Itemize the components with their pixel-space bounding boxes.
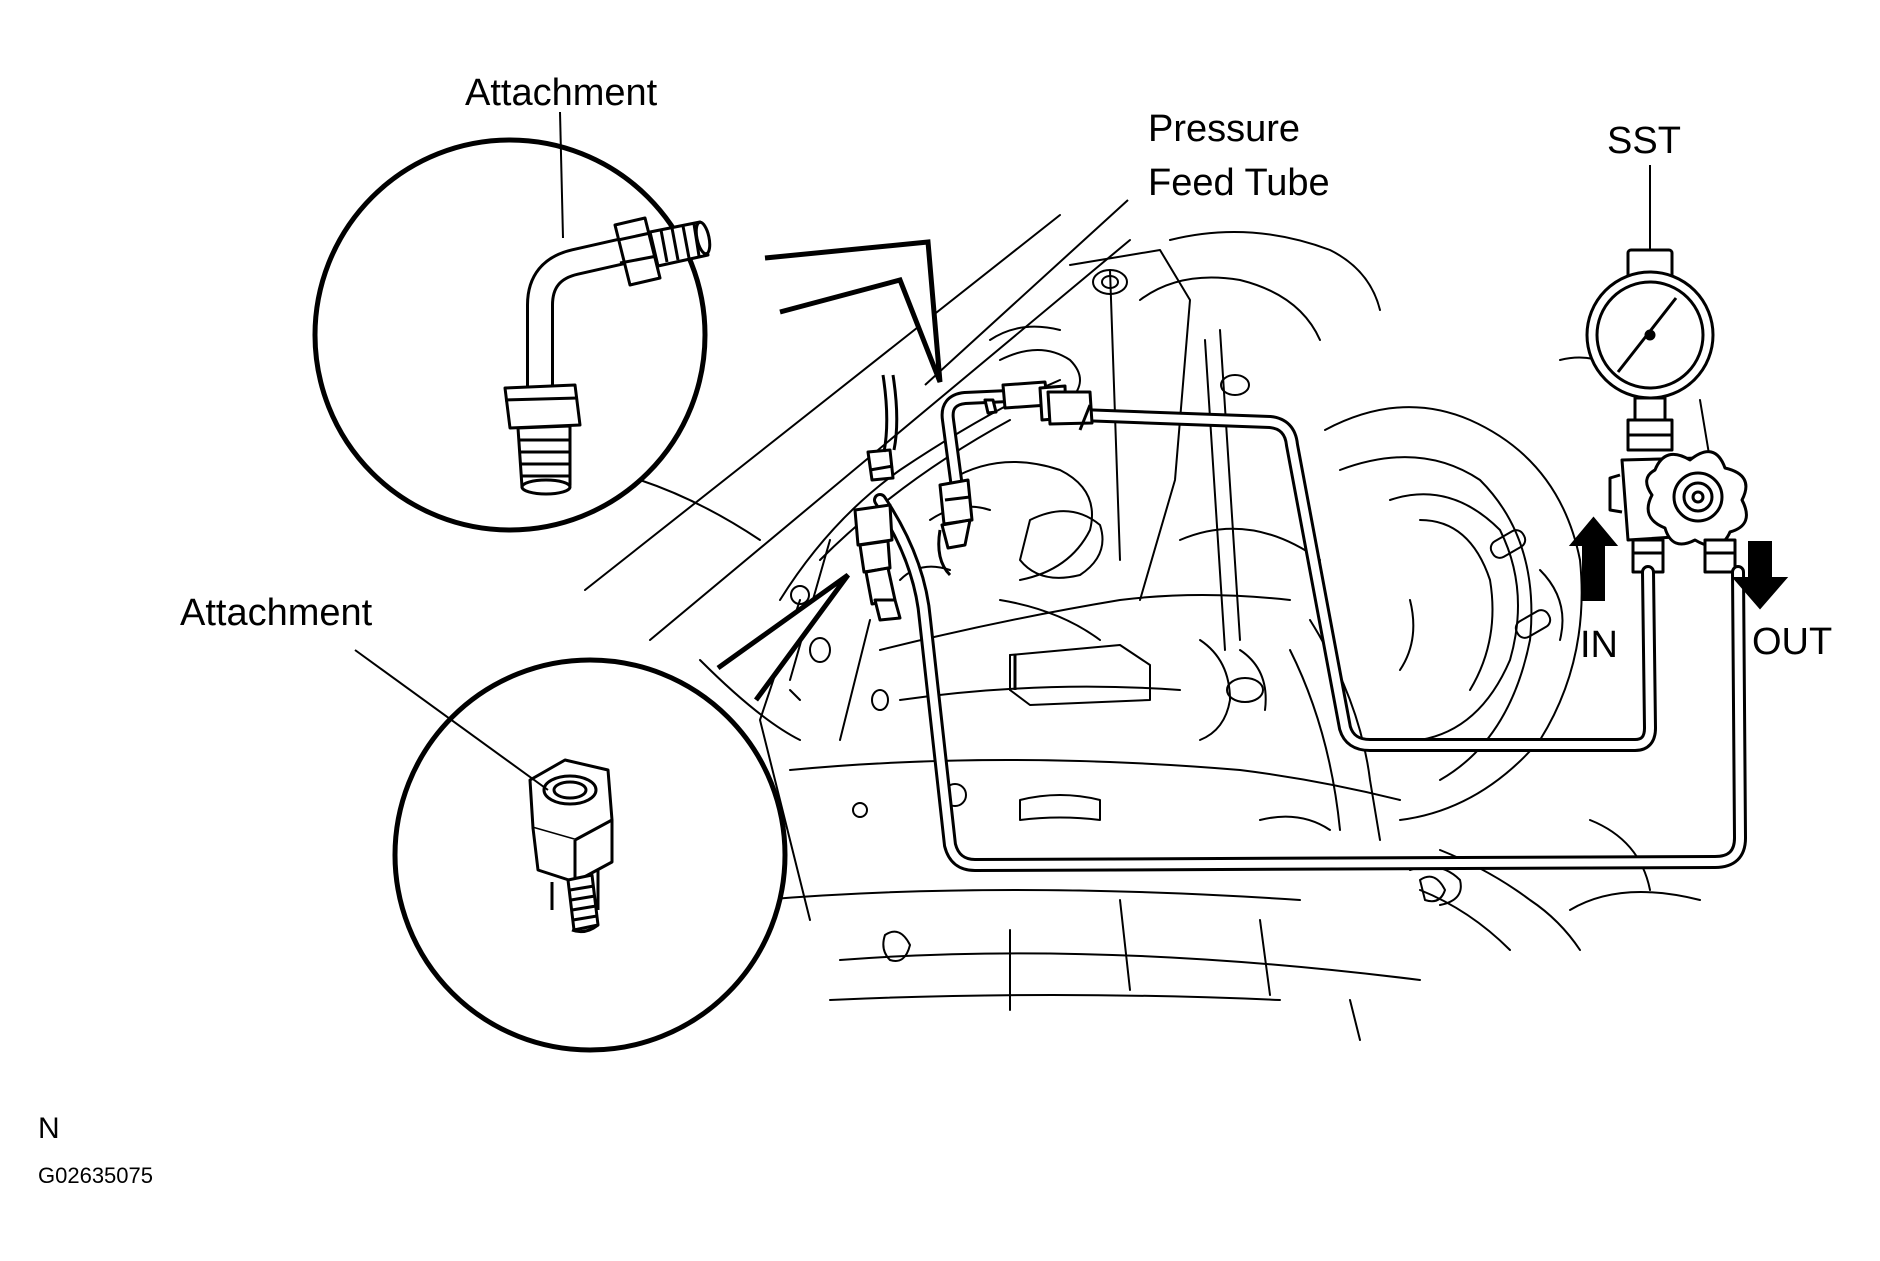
label-out: OUT	[1752, 621, 1832, 663]
labels: Attachment Attachment Pressure Feed Tube…	[38, 72, 1832, 1188]
figure-code: G02635075	[38, 1163, 153, 1188]
label-pressure-line2: Feed Tube	[1148, 162, 1330, 204]
label-attachment-bottom: Attachment	[180, 592, 373, 634]
corner-letter: N	[38, 1112, 60, 1145]
magnifier-circle-top	[312, 137, 708, 533]
flow-arrows	[1568, 516, 1789, 610]
label-in: IN	[1580, 624, 1618, 666]
elbow-attachment-icon	[503, 216, 712, 496]
hose-fittings	[853, 374, 1094, 690]
leader-attachment-bottom	[354, 649, 549, 791]
label-pressure-line1: Pressure	[1148, 108, 1300, 150]
callout-bottom	[392, 572, 851, 1053]
inner-hose	[940, 388, 1657, 752]
hex-adapter-icon	[528, 758, 614, 934]
sst-gauge-icon	[1585, 248, 1748, 574]
magnifier-circle-bottom	[392, 657, 788, 1053]
callout-top	[312, 137, 943, 533]
out-arrow-icon	[1731, 541, 1789, 610]
leader-pressure-feed	[924, 199, 1129, 386]
leader-lines	[354, 111, 1651, 791]
in-arrow-icon	[1568, 516, 1619, 601]
outer-hose	[873, 493, 1747, 872]
label-attachment-top: Attachment	[465, 72, 658, 114]
label-sst: SST	[1607, 120, 1681, 162]
leader-attachment-top	[559, 111, 564, 239]
